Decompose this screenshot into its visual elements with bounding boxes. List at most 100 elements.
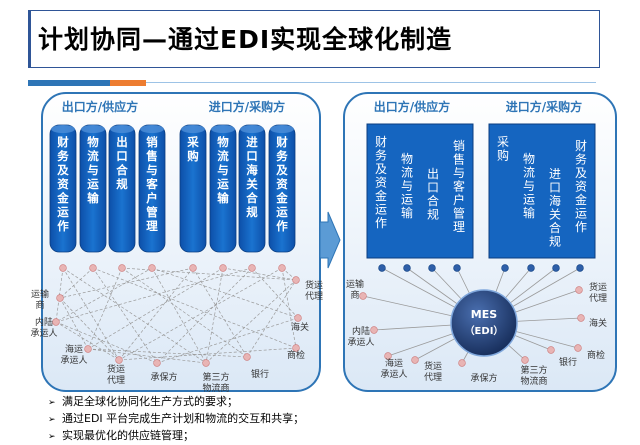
node-dot [521,356,529,364]
left-column-char: 输 [87,191,99,205]
right-import-block-char: 财 [575,139,587,153]
right-import-block-char: 海 [549,193,561,208]
left-column-char: 及 [276,163,288,177]
title-frame [28,10,600,68]
right-import-block-char: 及 [575,166,587,180]
right-export-block-char: 金 [375,188,387,203]
node-dot [84,345,92,353]
partner-label: 代理 [305,291,323,302]
node-dot [577,314,585,322]
network-link [205,267,224,364]
left-column-char: 资 [276,177,288,191]
node-dot [411,356,419,364]
right-export-block-char: 口 [427,181,439,195]
right-export-block-char: 务 [375,148,387,163]
right-export-block-char: 户 [453,192,465,207]
node-dot [189,264,197,272]
left-column-char: 运 [217,177,229,191]
partner-label: 承保方 [470,372,497,384]
right-import-block-char: 物 [523,152,535,166]
network-link [87,267,224,350]
left-column-char: 销 [146,135,158,149]
left-column-char: 户 [146,191,158,205]
left-column-char: 售 [145,149,158,163]
node-dot [527,264,535,272]
node-dot [59,264,67,272]
partner-label: 承运人 [347,337,374,348]
left-column-char: 作 [57,219,69,233]
right-export-block-char: 规 [427,207,439,222]
partner-label: 货运 [107,363,125,375]
left-column-char: 财 [56,135,69,149]
hub-label-mes: MES [471,308,497,321]
left-column-char: 与 [87,163,99,177]
left-column-char: 物 [87,135,99,149]
partner-label: 商 [350,289,359,301]
left-column-char: 运 [276,205,288,219]
node-dot [243,353,251,361]
right-import-block-char: 运 [575,207,587,221]
partner-label: 物流商 [202,382,229,394]
left-column-char: 财 [275,135,288,149]
accent-bar-blue [28,80,110,86]
node-dot [428,264,436,272]
left-column-char: 作 [276,219,288,233]
partner-label: 承运人 [30,328,57,339]
left-column-char: 输 [217,191,229,205]
node-dot [118,264,126,272]
right-import-block-char: 关 [549,208,561,222]
node-dot [148,264,156,272]
partner-label: 海关 [291,321,309,333]
node-dot [52,318,60,326]
left-column-char: 与 [217,163,229,177]
partner-label: 海运 [65,343,83,355]
node-dot [278,264,286,272]
right-export-block-char: 物 [401,152,413,166]
accent-bar-orange [110,80,146,86]
left-column-char: 合 [116,163,128,177]
node-dot [552,264,560,272]
partner-label: 代理 [589,293,607,304]
right-import-block: 采购物流与运输进口海关合规财务及资金运作 [488,123,596,259]
left-column-char: 口 [246,149,258,163]
network-link [92,267,158,364]
network-link [151,267,207,364]
network-link [62,267,207,364]
right-export-block-char: 运 [401,193,413,207]
left-column-char: 采 [186,135,199,149]
node-dot [153,359,161,367]
partner-label: 商检 [287,349,305,361]
network-link [118,267,283,361]
right-export-block-char: 流 [401,166,413,180]
right-import-block-char: 流 [523,166,535,180]
arrow-bullet-icon: ➢ [48,415,56,425]
network-link [59,297,120,361]
node-dot [547,346,555,354]
network-link [59,267,194,299]
right-export-block-char: 财 [375,135,387,149]
network-link [251,267,299,319]
right-import-block-char: 采 [497,135,509,149]
left-column-char: 规 [116,177,128,191]
partner-label: 海运 [385,357,403,369]
node-dot [89,264,97,272]
right-export-label: 出口方/供应方 [374,99,450,114]
node-dot [501,264,509,272]
network-link [87,348,248,358]
right-import-block-char: 口 [549,181,561,195]
left-column-char: 物 [217,135,229,149]
bullet-item: ➢通过EDI 平台完成生产计划和物流的交互和共享； [48,411,304,428]
left-column-char: 口 [116,149,128,163]
partner-labels: 运输商内陆承运人海运承运人货运代理承保方第三方物流商银行商检海关货运代理运输商内… [30,278,607,394]
left-column-char: 与 [146,163,158,177]
left-column-char: 金 [56,191,69,205]
partner-label: 运输 [31,288,49,300]
hub-label-edi: （EDI） [465,324,504,337]
left-column-char: 金 [275,191,288,205]
node-dot [384,352,392,360]
partner-label: 内陆 [352,325,370,337]
left-column-char: 务 [57,149,69,163]
left-column-char: 流 [217,149,229,163]
